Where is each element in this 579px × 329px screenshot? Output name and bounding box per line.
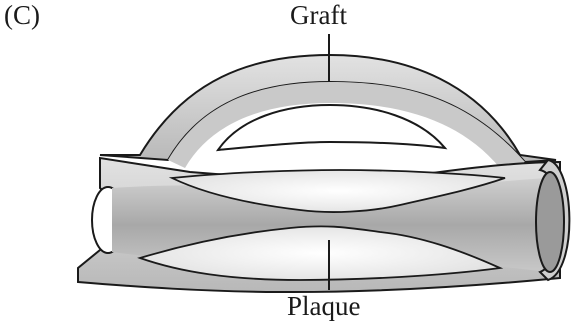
artery: [78, 158, 569, 292]
